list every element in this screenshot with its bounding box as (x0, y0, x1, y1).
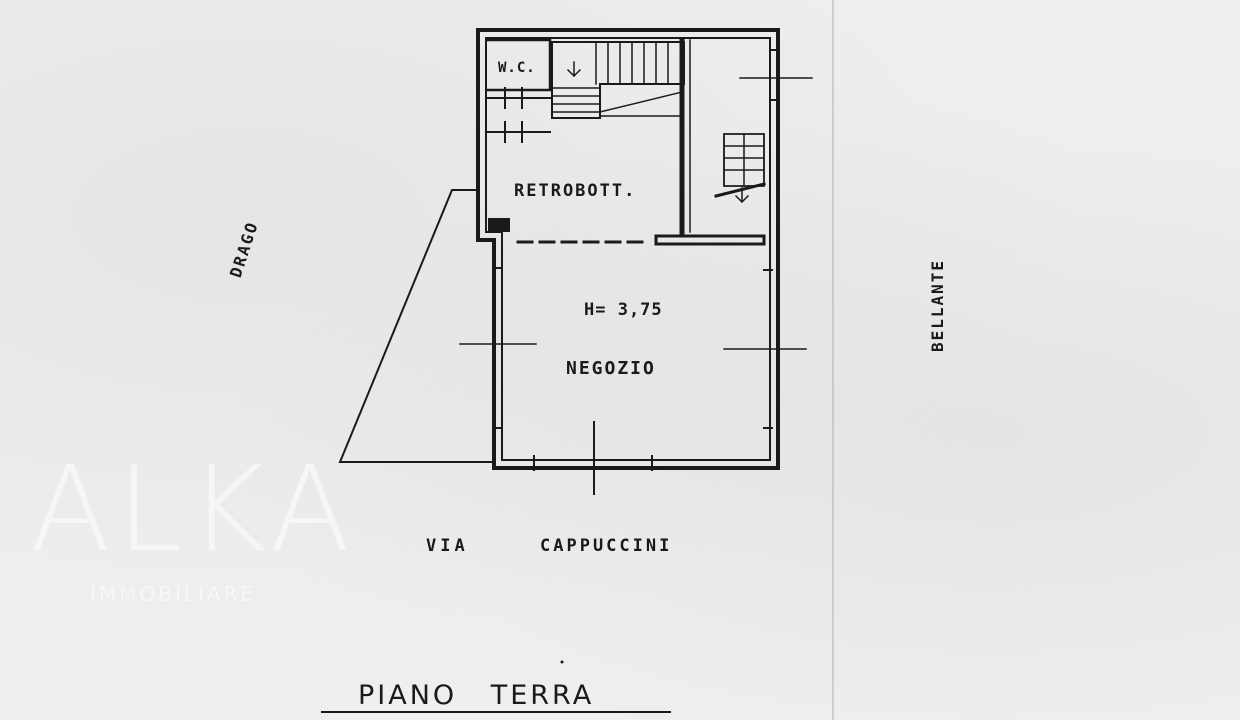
upper-staircase (551, 41, 685, 119)
outer-wall (476, 28, 780, 470)
street-bellante-label: BELLANTE (928, 258, 947, 352)
dot (560, 660, 564, 664)
stair-ramp-right (714, 182, 766, 198)
watermark-logo: ALKA (30, 440, 357, 578)
back-shop-label: RETROBOTT. (514, 181, 637, 201)
down-arrow-icon (734, 187, 750, 204)
wc-label: W.C. (498, 60, 536, 76)
stair-treads (551, 41, 669, 113)
pillar (488, 218, 510, 232)
floor-title: PIANO TERRA (358, 680, 595, 711)
street-via-label: VIA (426, 536, 469, 556)
down-arrow-icon (566, 61, 582, 78)
inner-wall-offset (485, 37, 771, 461)
watermark-subtitle: IMMOBILIARE (90, 582, 257, 606)
right-stair-treads (723, 133, 765, 187)
street-cappuccini-label: CAPPUCCINI (540, 536, 673, 556)
shop-label: NEGOZIO (566, 358, 656, 379)
wc-wall (486, 38, 552, 92)
stair-ramp (599, 91, 683, 113)
paper-fold-line (832, 0, 834, 720)
partition-wall (654, 234, 766, 246)
courtyard-outline (338, 189, 495, 463)
right-staircase (723, 133, 765, 187)
height-label: H= 3,75 (584, 300, 663, 320)
